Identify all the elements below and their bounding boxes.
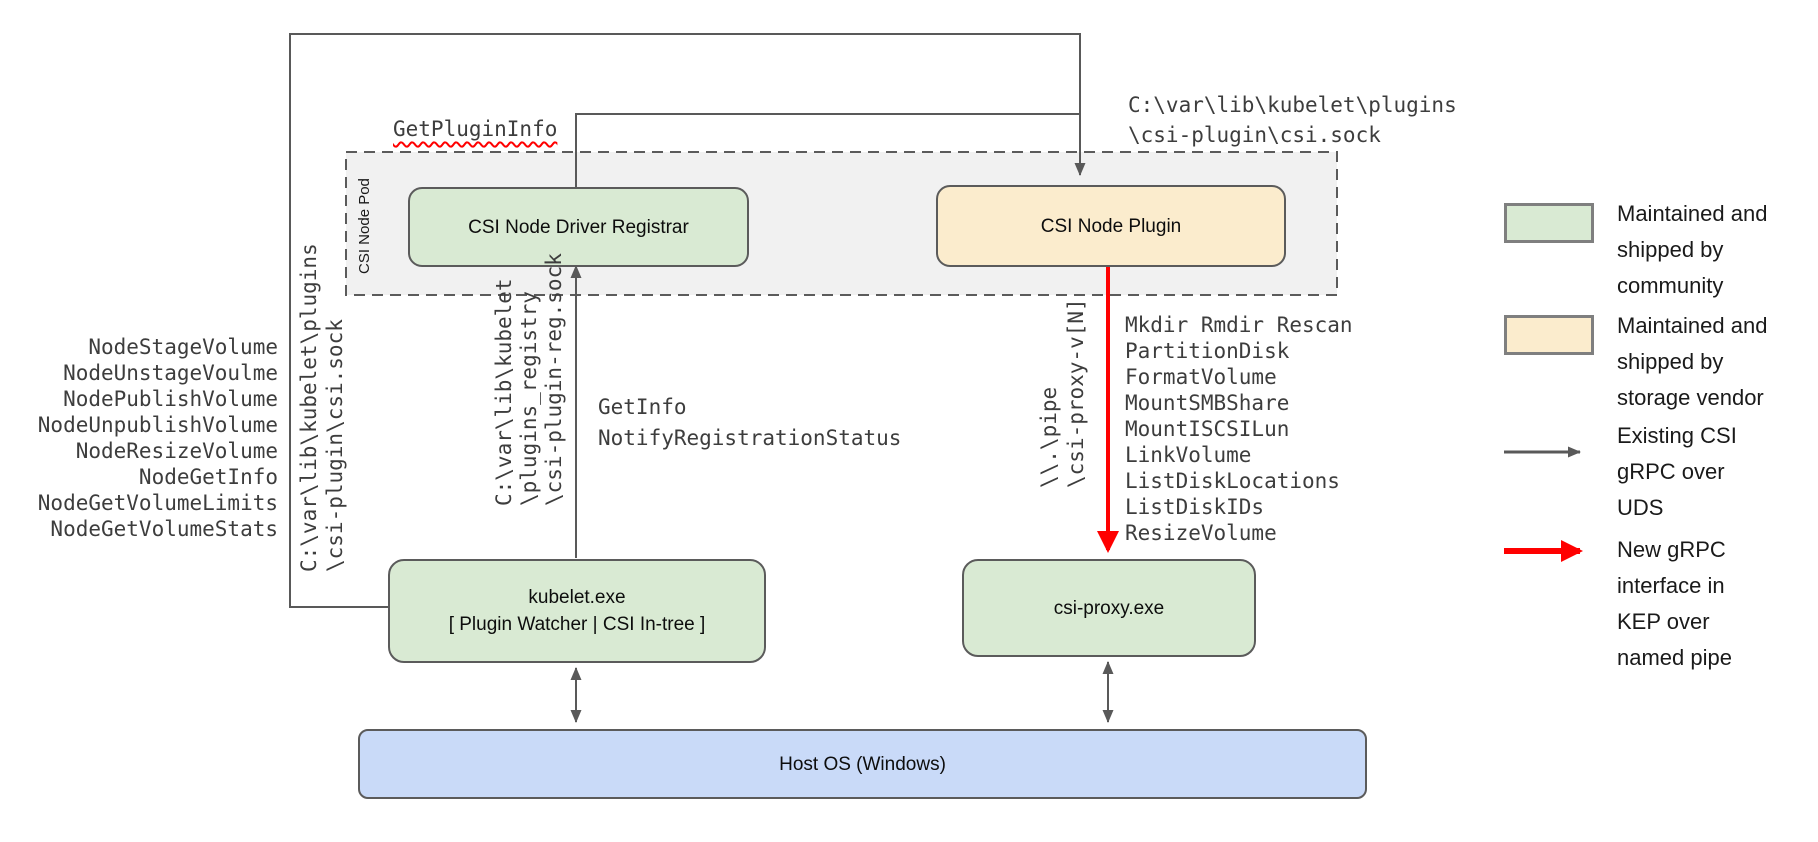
csi-sock-path-label: C:\var\lib\kubelet\plugins \csi-plugin\c… <box>1128 93 1457 147</box>
csi-node-plugin-box: CSI Node Plugin <box>936 185 1286 267</box>
kubelet-to-plugin-connector <box>289 33 1086 608</box>
proxy-methods-list: Mkdir Rmdir Rescan PartitionDisk FormatV… <box>1125 313 1353 545</box>
legend-vendor-text: Maintained and shipped by storage vendor <box>1617 313 1768 410</box>
kubelet-plugins-path-vertical-label: C:\var\lib\kubelet\plugins \csi-plugin\c… <box>297 243 347 572</box>
registrar-to-plugin-connector <box>575 113 1080 187</box>
legend-vendor-swatch-icon <box>1504 315 1594 355</box>
csi-proxy-box: csi-proxy.exe <box>962 559 1256 657</box>
csi-node-plugin-label: CSI Node Plugin <box>1040 215 1182 237</box>
csi-proxy-label: csi-proxy.exe <box>1053 597 1165 619</box>
kubelet-box: kubelet.exe [ Plugin Watcher | CSI In-tr… <box>388 559 766 663</box>
node-methods-list: NodeStageVolume NodeUnstageVoulme NodePu… <box>37 335 278 541</box>
registration-calls-label: GetInfo NotifyRegistrationStatus <box>598 395 902 450</box>
host-os-box: Host OS (Windows) <box>358 729 1367 799</box>
legend-community-text: Maintained and shipped by community <box>1617 201 1768 298</box>
legend-community-swatch-icon <box>1504 203 1594 243</box>
kubelet-label: kubelet.exe [ Plugin Watcher | CSI In-tr… <box>448 587 706 635</box>
csi-node-driver-registrar-box: CSI Node Driver Registrar <box>408 187 749 267</box>
named-pipe-vertical-label: \\.\pipe \csi-proxy-v[N] <box>1037 298 1088 488</box>
host-os-label: Host OS (Windows) <box>779 753 946 775</box>
csi-node-pod-label: CSI Node Pod <box>356 178 373 274</box>
legend-pipe-text: New gRPC interface in KEP over named pip… <box>1617 537 1732 670</box>
get-plugin-info-label: GetPluginInfo <box>393 117 558 141</box>
registry-sock-path-vertical-label: C:\var\lib\kubelet \plugins_registry \cs… <box>492 253 566 506</box>
legend-uds-text: Existing CSI gRPC over UDS <box>1617 423 1737 520</box>
csi-node-driver-registrar-label: CSI Node Driver Registrar <box>468 216 689 238</box>
